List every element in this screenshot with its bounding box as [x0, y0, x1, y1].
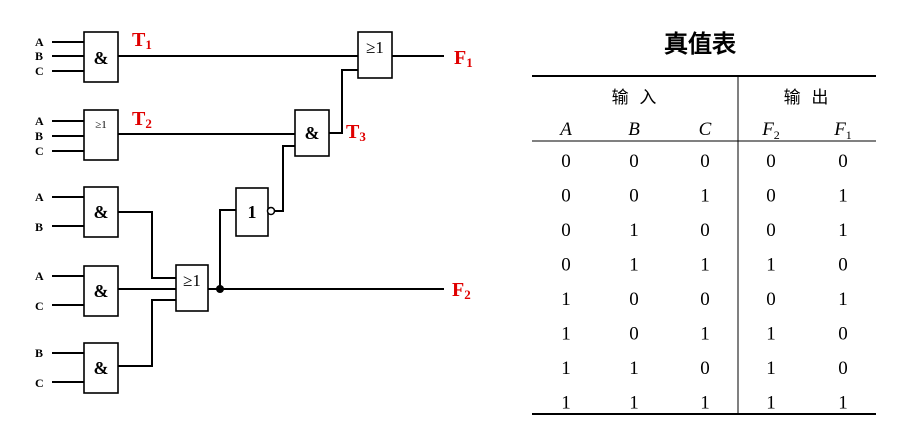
- table-cell: 0: [838, 358, 848, 379]
- table-cell: 1: [838, 186, 848, 207]
- and-gate-1: & A B C: [35, 31, 119, 83]
- gate3-input-b: B: [35, 220, 43, 234]
- or-gate-middle: ≥1: [175, 264, 209, 312]
- table-cell: 1: [766, 324, 776, 345]
- or-gate-2: ≥1 A B C: [35, 109, 119, 161]
- table-row: 0 0 0 0 0: [561, 151, 848, 172]
- label-f1: F1: [454, 47, 473, 70]
- column-header: F1: [833, 119, 852, 142]
- or-gate-2-symbol: ≥1: [95, 119, 107, 131]
- gate3-input-a: A: [35, 190, 44, 204]
- gate2-input-a: A: [35, 114, 44, 128]
- table-cell: 0: [629, 324, 639, 345]
- label-f2: F2: [452, 279, 471, 302]
- gate5-input-b: B: [35, 346, 43, 360]
- table-cell: 0: [700, 358, 710, 379]
- or-gate-middle-symbol: ≥1: [183, 271, 201, 290]
- label-t2: T2: [132, 108, 152, 131]
- table-cell: 0: [561, 186, 571, 207]
- and-gate-4-symbol: &: [94, 281, 109, 301]
- and-gate-5: & B C: [35, 342, 119, 394]
- table-cell: 0: [766, 186, 776, 207]
- table-row: 1 0 0 0 1: [561, 289, 848, 310]
- table-cell: 1: [700, 186, 710, 207]
- and-gate-3: & A B: [35, 186, 119, 238]
- table-cell: 0: [700, 151, 710, 172]
- table-cell: 1: [766, 255, 776, 276]
- table-cell: 0: [561, 151, 571, 172]
- table-cell: 1: [766, 393, 776, 414]
- table-cell: 1: [629, 220, 639, 241]
- not-gate-symbol: 1: [248, 202, 257, 222]
- table-cell: 1: [838, 393, 848, 414]
- table-cell: 1: [561, 289, 571, 310]
- table-cell: 1: [700, 393, 710, 414]
- group-header-input: 输 入: [612, 88, 657, 108]
- logic-circuit: & A B C ≥1 A B C & A B: [35, 29, 473, 394]
- table-cell: 1: [766, 358, 776, 379]
- table-row: 1 1 1 1 1: [561, 393, 848, 414]
- table-cell: 1: [561, 393, 571, 414]
- table-cell: 0: [838, 151, 848, 172]
- table-cell: 1: [561, 358, 571, 379]
- table-cell: 0: [629, 186, 639, 207]
- table-cell: 0: [561, 255, 571, 276]
- gate2-input-b: B: [35, 129, 43, 143]
- column-headers: A B C F2 F1: [558, 119, 852, 142]
- table-cell: 0: [629, 151, 639, 172]
- and-gate-3-symbol: &: [94, 202, 109, 222]
- and-gate-5-symbol: &: [94, 358, 109, 378]
- table-row: 1 0 1 1 0: [561, 324, 848, 345]
- table-body: 0 0 0 0 0 0 0 1 0 1 0 1 0 0 1 0 1 1 1 0 1 0 0 0 1 1 0 1 1 0 1 1 0 1 0 1 1 1 1 1: [561, 151, 848, 414]
- table-cell: 1: [700, 324, 710, 345]
- inversion-bubble: [266, 206, 276, 216]
- gate1-input-c: C: [35, 64, 44, 78]
- truth-table-title: 真值表: [664, 30, 737, 58]
- gate2-input-c: C: [35, 144, 44, 158]
- and-gate-t3-symbol: &: [305, 123, 320, 143]
- and-gate-1-symbol: &: [94, 48, 109, 68]
- or-gate-output: ≥1: [357, 31, 393, 79]
- column-header: F2: [761, 119, 780, 142]
- and-gate-4: & A C: [35, 265, 119, 317]
- table-cell: 0: [700, 289, 710, 310]
- gate5-input-c: C: [35, 376, 44, 390]
- table-row: 0 1 1 1 0: [561, 255, 848, 276]
- column-header: C: [699, 119, 712, 140]
- table-cell: 1: [629, 255, 639, 276]
- table-cell: 0: [766, 220, 776, 241]
- label-t3: T3: [346, 121, 366, 144]
- gate1-input-b: B: [35, 49, 43, 63]
- table-row: 0 1 0 0 1: [561, 220, 848, 241]
- table-cell: 0: [561, 220, 571, 241]
- gate4-input-a: A: [35, 269, 44, 283]
- gate4-input-c: C: [35, 299, 44, 313]
- table-cell: 1: [838, 289, 848, 310]
- label-t1: T1: [132, 29, 152, 52]
- table-row: 0 0 1 0 1: [561, 186, 848, 207]
- table-row: 1 1 0 1 0: [561, 358, 848, 379]
- table-cell: 0: [629, 289, 639, 310]
- table-cell: 0: [766, 151, 776, 172]
- table-cell: 1: [700, 255, 710, 276]
- gate1-input-a: A: [35, 35, 44, 49]
- table-cell: 0: [838, 255, 848, 276]
- and-gate-t3: &: [294, 109, 330, 157]
- not-gate: 1: [235, 187, 276, 237]
- table-cell: 0: [838, 324, 848, 345]
- group-header-output: 输 出: [784, 88, 829, 108]
- table-cell: 1: [629, 393, 639, 414]
- table-cell: 1: [629, 358, 639, 379]
- table-cell: 0: [700, 220, 710, 241]
- table-cell: 1: [838, 220, 848, 241]
- or-gate-output-symbol: ≥1: [366, 38, 384, 57]
- table-cell: 1: [561, 324, 571, 345]
- column-header: B: [628, 119, 640, 140]
- table-cell: 0: [766, 289, 776, 310]
- column-header: A: [558, 119, 572, 140]
